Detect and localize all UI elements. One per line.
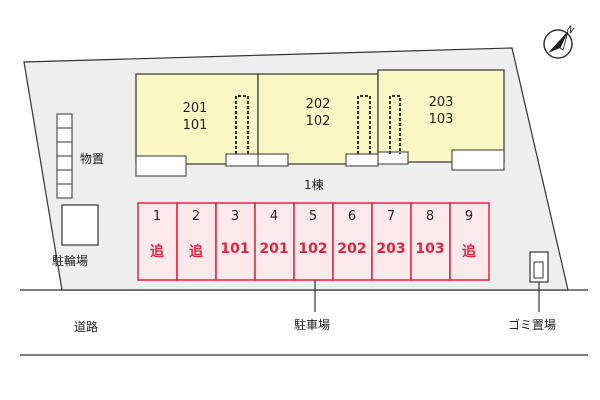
entrance-step — [257, 153, 289, 167]
balcony — [451, 149, 505, 171]
parking-space-assignment: 201 — [259, 241, 289, 257]
parking-space-number: 2 — [191, 209, 201, 224]
parking-label: 駐車場 — [294, 318, 331, 332]
parking-space-number: 6 — [347, 209, 357, 224]
garbage-label: ゴミ置場 — [508, 318, 557, 332]
parking-space — [371, 202, 412, 281]
unit-label-group: 202 102 — [293, 96, 343, 130]
stair-outline — [389, 95, 401, 154]
parking-space — [176, 202, 217, 281]
storage-shed — [56, 183, 73, 199]
garbage-bin — [533, 261, 544, 279]
entrance-step — [345, 153, 379, 167]
unit-number-lower: 103 — [428, 112, 454, 127]
parking-space-number: 8 — [425, 209, 435, 224]
unit-number-upper: 202 — [305, 97, 331, 112]
parking-space-number: 3 — [230, 209, 240, 224]
unit-number-lower: 101 — [182, 118, 208, 133]
parking-space-assignment: 101 — [220, 241, 250, 257]
storage-shed-group — [56, 113, 73, 199]
bicycle-parking-label: 駐輪場 — [52, 254, 89, 268]
parking-space — [254, 202, 295, 281]
building-1 — [135, 69, 505, 177]
storage-label: 物置 — [80, 152, 105, 166]
unit-label-group: 203 103 — [416, 94, 466, 128]
parking-spaces — [137, 202, 490, 281]
parking-space-assignment: 102 — [298, 241, 328, 257]
building-name: 1棟 — [304, 178, 324, 192]
parking-space-number: 7 — [386, 209, 396, 224]
bicycle-parking-area — [61, 204, 99, 246]
parking-space — [137, 202, 178, 281]
parking-space-number: 1 — [152, 209, 162, 224]
parking-space-assignment: 103 — [415, 241, 445, 257]
road-label: 道路 — [74, 320, 99, 334]
parking-space-assignment: 追 — [462, 244, 476, 260]
unit-number-upper: 201 — [182, 101, 208, 116]
north-arrow-icon: N — [543, 24, 576, 59]
compass-label: N — [564, 24, 575, 36]
parking-space — [215, 202, 256, 281]
storage-shed — [56, 155, 73, 171]
entrance-step — [225, 153, 259, 167]
storage-shed — [56, 127, 73, 143]
parking-space-assignment: 追 — [150, 244, 164, 260]
parking-space — [449, 202, 490, 281]
building-unit-block — [135, 73, 259, 165]
entrance-step — [377, 151, 409, 165]
storage-shed — [56, 141, 73, 157]
parking-space-number: 4 — [269, 209, 279, 224]
unit-number-lower: 102 — [305, 114, 331, 129]
parking-space-assignment: 202 — [337, 241, 367, 257]
parking-space — [293, 202, 334, 281]
storage-shed — [56, 169, 73, 185]
parking-space-assignment: 203 — [376, 241, 406, 257]
parking-space — [332, 202, 373, 281]
parking-space-assignment: 追 — [189, 244, 203, 260]
storage-shed — [56, 113, 73, 129]
balcony — [135, 155, 187, 177]
parking-space-number: 5 — [308, 209, 318, 224]
unit-number-upper: 203 — [428, 95, 454, 110]
unit-label-group: 201 101 — [170, 100, 220, 134]
parking-space-number: 9 — [464, 209, 474, 224]
